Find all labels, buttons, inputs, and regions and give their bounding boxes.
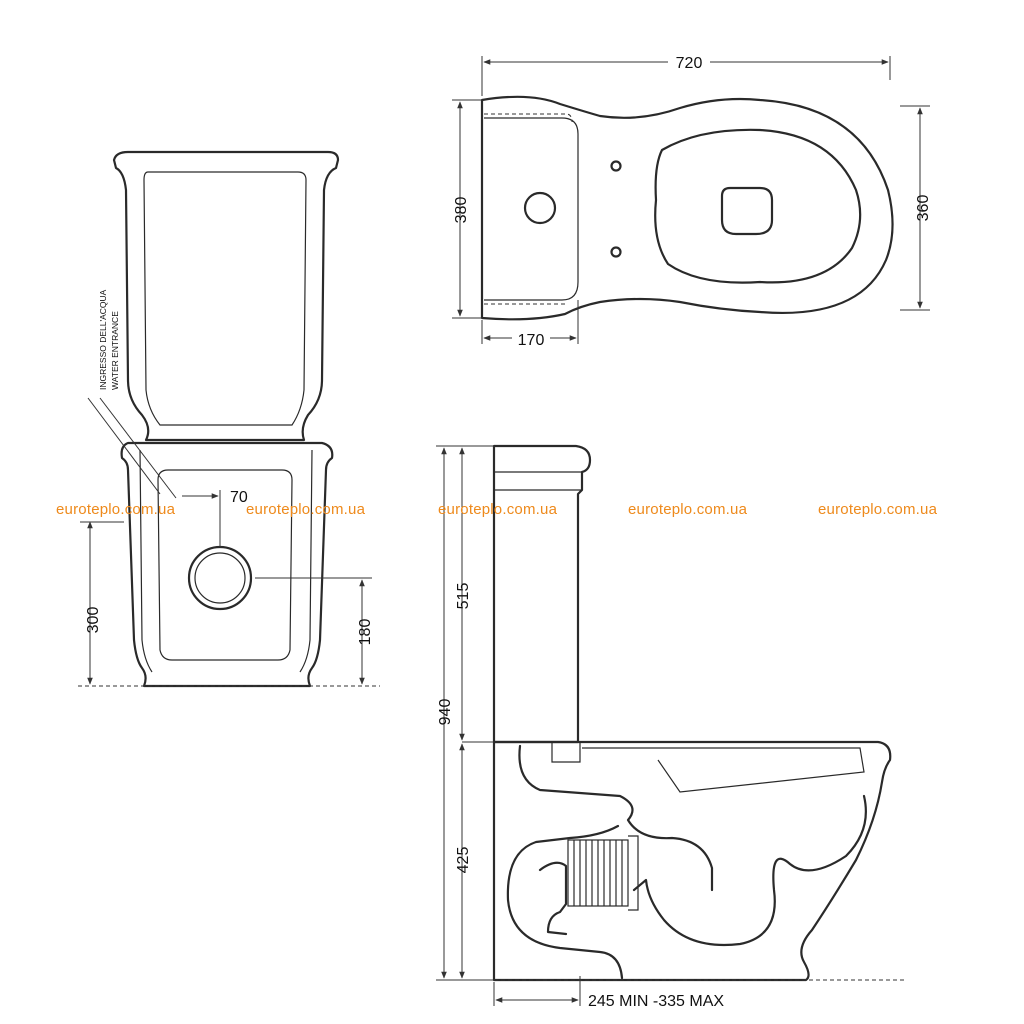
water-entrance-label-it: INGRESSO DELL'ACQUA xyxy=(98,289,108,390)
side-outlet-range-label: 245 MIN -335 MAX xyxy=(588,993,724,1010)
top-flush-button xyxy=(523,191,557,225)
top-bowl-depth-label: 360 xyxy=(915,195,932,222)
front-bowl-side-right xyxy=(299,449,313,673)
side-outlet-ridges xyxy=(573,840,623,906)
side-view: 940 515 425 245 MIN -335 MAX xyxy=(436,444,906,1010)
side-tank-outline xyxy=(492,444,592,744)
watermark-text: euroteplo.com.ua xyxy=(628,501,748,518)
front-tank-outline xyxy=(112,150,340,442)
watermark-text: euroteplo.com.ua xyxy=(246,501,366,518)
side-bowl-height-label: 425 xyxy=(455,847,472,874)
top-seat-hole-1 xyxy=(610,160,622,172)
front-view: 70 300 180 INGRESSO DELL'ACQUA WATER ENT… xyxy=(78,150,380,688)
top-tank-offset-label: 170 xyxy=(518,332,545,349)
watermark-text: euroteplo.com.ua xyxy=(56,501,176,518)
front-tank-inner xyxy=(143,171,307,426)
front-inlet-inner xyxy=(194,552,246,604)
side-seat xyxy=(582,747,865,793)
front-inlet-outer xyxy=(187,545,253,611)
top-drain xyxy=(720,186,774,236)
top-tank-inner xyxy=(484,117,579,301)
watermark-row: euroteplo.com.ua euroteplo.com.ua eurote… xyxy=(56,501,938,518)
front-inlet-top-label: 300 xyxy=(85,607,102,634)
front-bowl-inner xyxy=(157,469,293,661)
watermark-text: euroteplo.com.ua xyxy=(818,501,938,518)
top-outline xyxy=(480,95,894,321)
side-trapway xyxy=(518,744,714,892)
front-inlet-height-label: 180 xyxy=(357,619,374,646)
front-bowl-outline xyxy=(120,441,334,688)
top-seat-hole-2 xyxy=(610,246,622,258)
top-width-label: 720 xyxy=(676,55,703,72)
top-view: 720 380 360 170 xyxy=(452,52,932,349)
watermark-text: euroteplo.com.ua xyxy=(438,501,558,518)
water-entrance-label-en: WATER ENTRANCE xyxy=(110,311,120,390)
front-inlet-offset-label: 70 xyxy=(230,489,248,506)
side-tank-height-label: 515 xyxy=(455,583,472,610)
side-total-height-label: 940 xyxy=(437,699,454,726)
front-bowl-side-left xyxy=(139,449,153,673)
top-tank-dashed xyxy=(484,113,573,305)
top-bowl-rim xyxy=(654,128,862,284)
top-tank-depth-label: 380 xyxy=(453,197,470,224)
side-bowl-outline xyxy=(492,740,892,982)
